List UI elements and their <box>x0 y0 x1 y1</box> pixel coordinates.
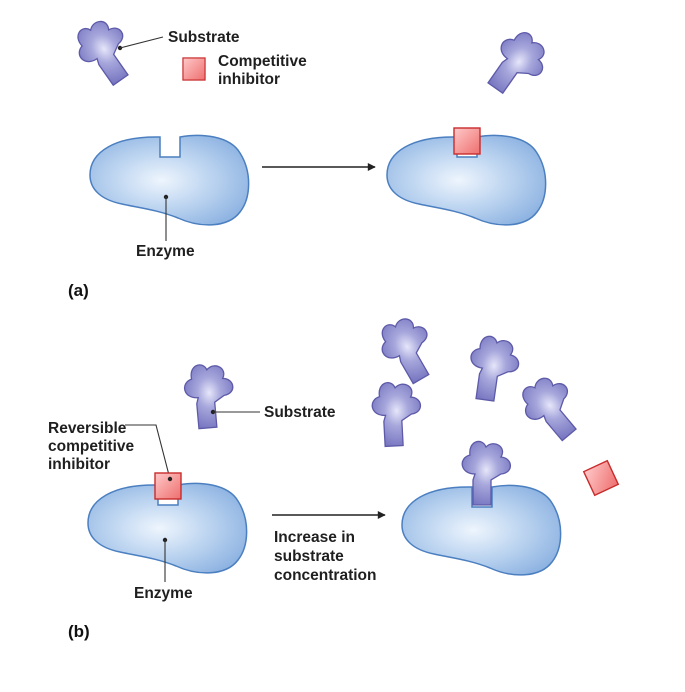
enzyme-a-left <box>89 134 250 226</box>
inhibitor-a-label-line2: inhibitor <box>218 71 280 88</box>
inhibitor-a-label-line1: Competitive <box>218 53 307 70</box>
substrate-b-cluster-3 <box>370 380 424 448</box>
inhibitor-b-dot <box>167 476 173 482</box>
inhibitor-b-label-line2: competitive <box>48 438 135 455</box>
enzyme-b-label: Enzyme <box>134 585 193 602</box>
substrate-b-cluster-2 <box>464 333 523 405</box>
arrow-b-label-line1: Increase in <box>274 529 355 546</box>
panel-a-label: (a) <box>68 281 89 300</box>
substrate-b-label: Substrate <box>264 404 336 421</box>
inhibitor-b-label-line1: Reversible <box>48 420 127 437</box>
inhibitor-b-displaced <box>583 460 619 496</box>
inhibitor-a-legend <box>182 57 206 81</box>
substrate-a-free <box>67 11 145 93</box>
substrate-b-cluster-1 <box>371 309 447 390</box>
inhibitor-b-label-line3: inhibitor <box>48 456 110 473</box>
inhibitor-b-bound <box>154 472 182 500</box>
substrate-a-leader <box>119 36 164 49</box>
enzyme-a-label: Enzyme <box>136 243 195 260</box>
inhibitor-a-bound <box>453 127 481 155</box>
panel-b: Substrate Reversible competitive inhibit… <box>48 309 619 641</box>
inhibitor-b-leader <box>125 424 171 480</box>
panel-b-label: (b) <box>68 622 90 641</box>
substrate-a-label: Substrate <box>168 29 240 46</box>
substrate-b-cluster-4 <box>512 367 592 449</box>
substrate-a-displaced <box>478 23 556 105</box>
arrow-b-label-line3: concentration <box>274 567 376 584</box>
panel-a: Substrate Competitive inhibitor Enzyme (… <box>67 11 556 300</box>
substrate-b-free <box>182 361 237 431</box>
arrow-b-label-line2: substrate <box>274 548 344 565</box>
